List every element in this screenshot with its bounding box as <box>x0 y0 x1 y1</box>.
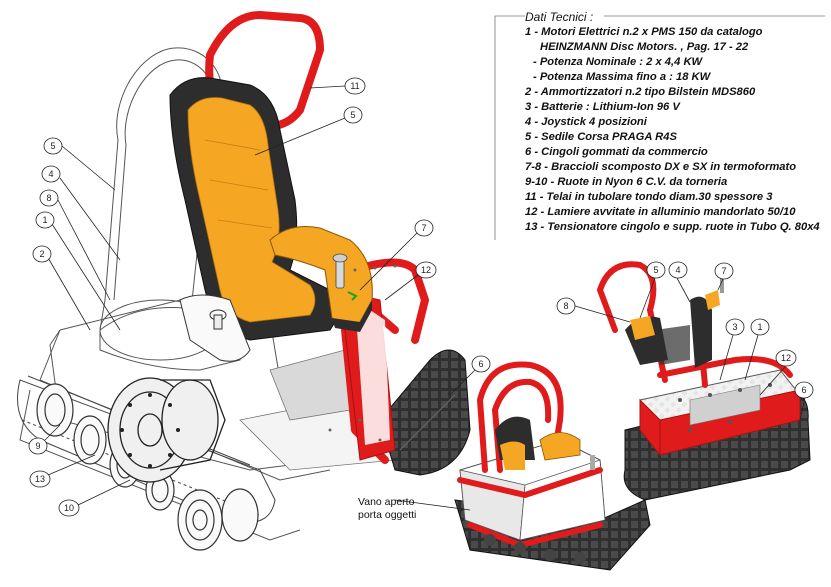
callout-right-7: 7 <box>721 266 726 276</box>
callout-6: 6 <box>478 359 483 369</box>
callout-5-main: 5 <box>350 110 355 120</box>
callout-right-1: 1 <box>757 322 762 332</box>
callout-4: 4 <box>48 169 53 179</box>
main-vehicle <box>17 11 471 551</box>
storage-note-line2: porta oggetti <box>358 509 417 521</box>
callout-10: 10 <box>64 503 74 513</box>
seat <box>169 77 338 341</box>
spec-line-14: 13 - Tensionatore cingolo e supp. ruote … <box>525 221 820 233</box>
callout-11: 11 <box>350 81 359 91</box>
callout-right-6: 6 <box>801 385 806 395</box>
callout-2: 2 <box>39 249 44 259</box>
right-vehicle <box>596 261 811 501</box>
specs-title: Dati Tecnici : <box>525 10 594 24</box>
callout-right-5: 5 <box>653 265 658 275</box>
spec-line-12: 11 - Telai in tubolare tondo diam.30 spe… <box>525 191 773 203</box>
callout-right-3: 3 <box>732 322 737 332</box>
armrest <box>269 226 373 332</box>
spec-line-13: 12 - Lamiere avvitate in alluminio mando… <box>525 206 796 218</box>
spec-line-5: 2 - Ammortizzatori n.2 tipo Bilstein MDS… <box>525 86 756 98</box>
wheel-group <box>36 377 259 551</box>
spec-line-2: HEINZMANN Disc Motors. , Pag. 17 - 22 <box>540 41 749 53</box>
spec-line-1: 1 - Motori Elettrici n.2 x PMS 150 da ca… <box>525 26 763 38</box>
callout-5-left: 5 <box>50 141 55 151</box>
spec-line-4: - Potenza Massima fino a : 18 KW <box>533 71 711 83</box>
callout-1: 1 <box>42 215 47 225</box>
callout-right-12: 12 <box>781 353 791 363</box>
callout-12: 12 <box>421 265 431 275</box>
callout-9: 9 <box>35 441 40 451</box>
spec-line-6: 3 - Batterie : Lithium-Ion 96 V <box>525 101 680 113</box>
callout-right-8: 8 <box>563 301 568 311</box>
storage-note-line1: Vano aperto <box>358 496 415 508</box>
spec-line-11: 9-10 - Ruote in Nyon 6 C.V. da torneria <box>525 176 728 188</box>
callout-right-4: 4 <box>675 265 680 275</box>
middle-vehicle <box>454 361 651 571</box>
spec-line-8: 5 - Sedile Corsa PRAGA R4S <box>525 131 677 143</box>
callout-13: 13 <box>35 474 45 484</box>
storage-note: Vano aperto porta oggetti <box>358 496 416 522</box>
callout-7: 7 <box>421 223 426 233</box>
spec-line-3: - Potenza Nominale : 2 x 4,4 KW <box>533 56 703 68</box>
spec-line-7: 4 - Joystick 4 posizioni <box>525 116 647 128</box>
spec-line-10: 7-8 - Braccioli scomposto DX e SX in ter… <box>525 161 797 173</box>
callout-8: 8 <box>46 193 51 203</box>
spec-line-9: 6 - Cingoli gommati da commercio <box>525 146 708 158</box>
